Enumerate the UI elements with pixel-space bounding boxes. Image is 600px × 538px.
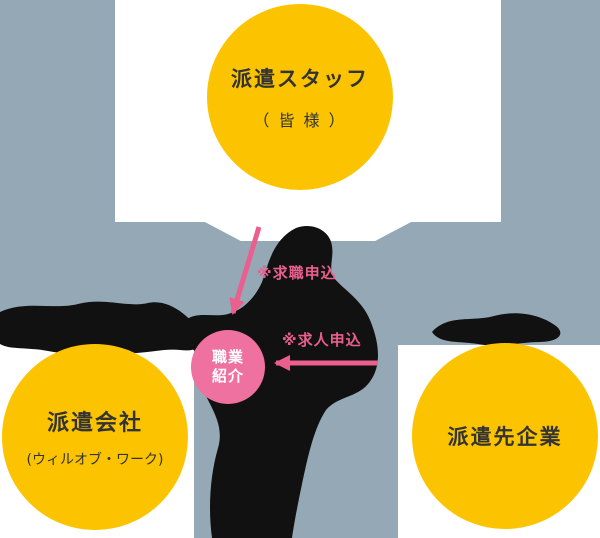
label-offer-application: ※求人申込 [282, 331, 362, 349]
node-agency-title: 派遣会社 [46, 411, 143, 436]
node-referral-line1: 職業 [211, 347, 244, 366]
node-staff-subtitle: （ 皆 様 ） [253, 111, 347, 130]
node-referral: 職業 紹介 [191, 330, 265, 404]
label-job-application: ※求職申込 [257, 264, 337, 282]
node-staff-title: 派遣スタッフ [231, 67, 369, 91]
node-agency: 派遣会社 (ウィルオブ・ワーク) [2, 344, 188, 530]
node-client-title: 派遣先企業 [447, 425, 563, 449]
node-client: 派遣先企業 [412, 343, 598, 529]
node-referral-line2: 紹介 [211, 367, 244, 385]
node-agency-subtitle: (ウィルオブ・ワーク) [26, 452, 164, 468]
ink-blob-right [432, 313, 561, 346]
node-staff: 派遣スタッフ （ 皆 様 ） [207, 4, 393, 190]
panel-staff-pointer [203, 221, 413, 241]
